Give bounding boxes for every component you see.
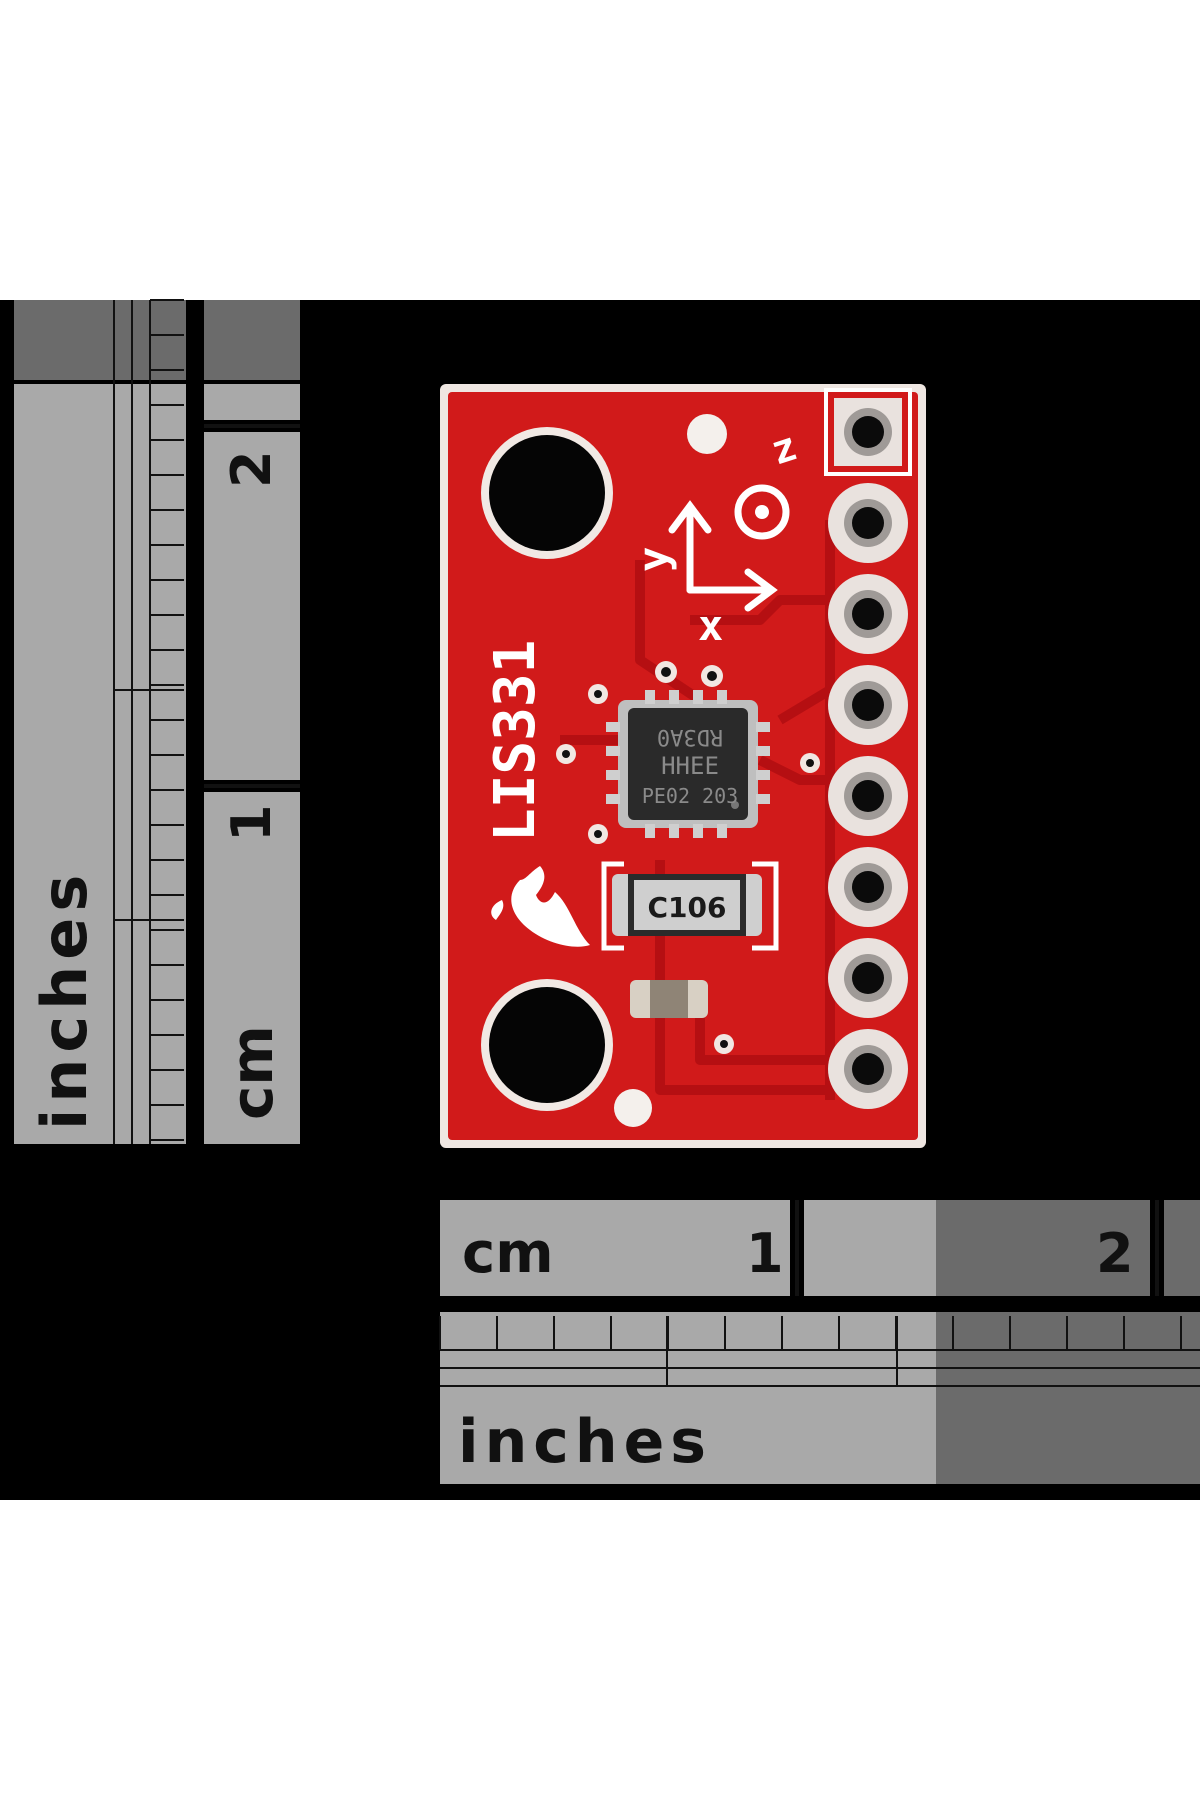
fiducial-top xyxy=(687,414,727,454)
pcb-board: LIS331 x y z RD3A0 HHEE PE02 203 xyxy=(440,384,926,1148)
header-pin xyxy=(828,938,908,1018)
bottom-cm-label: cm xyxy=(462,1221,554,1286)
accelerometer-chip: RD3A0 HHEE PE02 203 xyxy=(606,690,770,838)
header-pin xyxy=(828,574,908,654)
header-pin xyxy=(828,847,908,927)
left-cm-label: cm xyxy=(218,1025,286,1120)
chip-marking-1: RD3A0 xyxy=(657,724,723,749)
axis-label-y: y xyxy=(629,547,678,572)
header-pin xyxy=(828,665,908,745)
axis-diagram xyxy=(668,484,790,612)
bottom-inches-ruler: inches xyxy=(439,1312,1200,1484)
sparkfun-flame-icon xyxy=(491,866,590,947)
header-pin xyxy=(834,398,902,466)
fiducial-bottom xyxy=(614,1089,652,1127)
z-axis-symbol xyxy=(734,484,790,540)
capacitor-label: C106 xyxy=(648,891,727,924)
mounting-hole-bottom xyxy=(481,979,613,1111)
capacitor-c106: C106 xyxy=(601,861,779,951)
left-cm-tick-1: 1 xyxy=(220,804,283,842)
axis-label-x: x xyxy=(698,601,723,650)
chip-marking-2: HHEE xyxy=(661,752,719,780)
bottom-inches-label: inches xyxy=(458,1407,712,1477)
chip-marking-3: PE02 203 xyxy=(642,784,738,808)
left-cm-tick-2: 2 xyxy=(220,450,283,488)
header-pin xyxy=(828,483,908,563)
pin-1-marker xyxy=(824,388,912,476)
header-pin xyxy=(828,1029,908,1109)
bottom-cm-ruler: cm 1 2 xyxy=(440,1200,1200,1296)
bottom-cm-tick-2: 2 xyxy=(1096,1222,1134,1285)
mounting-hole-top xyxy=(481,427,613,559)
pin-header xyxy=(824,388,912,1109)
chip-silkscreen-label: LIS331 xyxy=(483,640,548,842)
bottom-cm-tick-1: 1 xyxy=(746,1222,784,1285)
left-inches-label: inches xyxy=(28,869,101,1130)
left-cm-ruler: 2 1 cm xyxy=(204,300,300,1144)
left-inches-ruler: inches xyxy=(14,299,186,1144)
small-resistor xyxy=(630,980,708,1018)
header-pin xyxy=(828,756,908,836)
